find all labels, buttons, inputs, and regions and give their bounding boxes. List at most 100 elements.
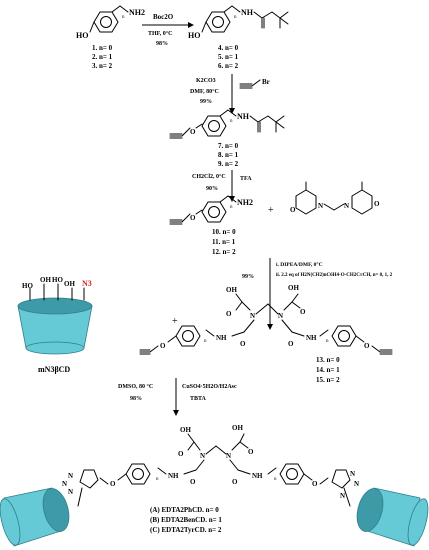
final-carbonyl-o-3: O — [190, 478, 196, 486]
compound-11-label: 11. n= 1 — [212, 238, 236, 246]
final-acid-oh-right: OH — [232, 424, 243, 432]
carbamate-nh-label: NH — [237, 112, 250, 121]
amine-label: NH2 — [237, 198, 253, 207]
svg-text:O: O — [160, 342, 166, 350]
conditions-dmf: DMF, 80°C — [190, 88, 219, 95]
edta-dianhydride: O N N O — [290, 181, 380, 215]
final-cd-right — [356, 487, 429, 547]
plus-sign-2: + — [172, 316, 178, 327]
cd-hydroxyl-1: HO — [22, 282, 33, 290]
arrow-step-5: DMSO, 80 °C 98% CuSO4·5H2O/H2Asc TBTA — [118, 378, 237, 416]
propargyl-amine-labels: 10. n= 0 11. n= 1 12. n= 2 — [212, 228, 236, 256]
hydroxyl-label: HO — [188, 31, 200, 40]
conditions-dmso: DMSO, 80 °C — [118, 383, 153, 390]
final-triazole-n-1: N — [68, 472, 73, 480]
cd-azide-label: N3 — [82, 279, 92, 288]
acid-oh-right: OH — [288, 284, 299, 292]
starting-amine: HO n NH2 — [76, 5, 145, 40]
anhydride-o-label: O — [290, 206, 296, 214]
compound-5-label: 5. n= 1 — [218, 53, 239, 61]
arrow-step-4: 99% i. DIPEA/DMF, 0°C ii. 2.2 eq of H2N(… — [242, 258, 393, 330]
reagent-boc2o: Boc2O — [153, 13, 174, 21]
final-label-b: (B) EDTA2BenCD. n= 1 — [150, 516, 222, 524]
compound-13-label: 13. n= 0 — [316, 356, 340, 364]
arrow-step-1: Boc2O THF, 0°C 98% — [142, 13, 194, 47]
yield-step-2: 99% — [200, 99, 212, 105]
svg-text:O: O — [312, 480, 318, 488]
final-amide-nh-left: NH — [168, 472, 179, 480]
condition-i: i. DIPEA/DMF, 0°C — [276, 261, 323, 268]
chain-n-right: n — [326, 339, 329, 344]
anhydride-o-label-2: O — [374, 200, 380, 208]
svg-text:O: O — [364, 342, 370, 350]
chain-n-label: n — [234, 15, 237, 20]
compound-8-label: 8. n= 1 — [218, 151, 239, 159]
final-product-labels: (A) EDTA2PhCD. n= 0 (B) EDTA2BenCD. n= 1… — [150, 506, 222, 534]
compound-6-label: 6. n= 2 — [218, 62, 239, 70]
mn3-beta-cd: HO OH HO OH N3 mN3βCD — [17, 276, 93, 374]
carbonyl-o-left-2: O — [240, 340, 246, 348]
chain-n-label: n — [122, 15, 125, 20]
condition-ii: ii. 2.2 eq of H2N(CH2)nC6H4-O-CH2C≡CH, n… — [276, 273, 393, 278]
final-carbonyl-o-2: O — [248, 448, 254, 456]
compound-3-label: 3. n= 2 — [92, 62, 113, 70]
cd-hydroxyl-3: HO — [52, 276, 63, 284]
arrow-step-2: K2CO3 DMF, 80°C 99% Br — [190, 74, 270, 114]
propargyl-amine-product: O n NH2 — [169, 195, 253, 225]
bis-alkyne-labels: 13. n= 0 14. n= 1 15. n= 2 — [316, 356, 340, 384]
svg-text:O: O — [190, 128, 196, 136]
final-triazole-n-3: N — [62, 480, 67, 488]
bromide-label: Br — [262, 78, 270, 86]
propargyl-boc-labels: 7. n= 0 8. n= 1 9. n= 2 — [218, 142, 239, 168]
compound-1-label: 1. n= 0 — [92, 44, 113, 52]
final-carbonyl-o-4: O — [232, 478, 238, 486]
final-conjugate: OH OH O N N O O NH O NH n O N N N n — [62, 424, 359, 507]
cd-hydroxyl-4: OH — [64, 280, 75, 288]
boc-product: HO n NH — [188, 5, 289, 40]
final-label-c: (C) EDTA2TyrCD. n= 2 — [150, 526, 222, 534]
reagent-k2co3: K2CO3 — [196, 78, 216, 84]
acid-oh-left: OH — [226, 286, 237, 294]
plus-sign-1: + — [268, 205, 274, 216]
compound-2-label: 2. n= 1 — [92, 53, 113, 61]
propargyl-boc-product: O n NH — [169, 109, 285, 139]
yield-step-3: 90% — [206, 186, 218, 192]
boc-product-labels: 4. n= 0 5. n= 1 6. n= 2 — [218, 44, 239, 70]
hydroxyl-label: HO — [76, 31, 88, 40]
final-amine-n-right: N — [226, 452, 231, 460]
amide-nh-left: NH — [216, 334, 227, 342]
chain-n-label: n — [230, 119, 233, 124]
start-compound-labels: 1. n= 0 2. n= 1 3. n= 2 — [92, 44, 113, 70]
carbonyl-o-left: O — [226, 310, 232, 318]
anhydride-n-label-2: N — [344, 202, 349, 210]
cd-hydroxyl-2: OH — [40, 276, 51, 284]
final-triazole-n-2: N — [68, 488, 73, 496]
final-chain-n-left: n — [156, 477, 159, 482]
amine-label: NH2 — [129, 8, 145, 17]
amine-n-right: N — [278, 312, 283, 320]
carbonyl-o-right-2: O — [288, 340, 294, 348]
yield-step-4: 99% — [242, 274, 254, 280]
final-amide-nh-right: NH — [252, 472, 263, 480]
compound-9-label: 9. n= 2 — [218, 160, 239, 168]
amide-nh-right: NH — [306, 334, 317, 342]
chain-n-label: n — [230, 205, 233, 210]
amine-n-left: N — [250, 312, 255, 320]
carbamate-nh-label: NH — [241, 8, 254, 17]
final-acid-oh-left: OH — [180, 426, 191, 434]
compound-12-label: 12. n= 2 — [212, 248, 236, 256]
compound-4-label: 4. n= 0 — [218, 44, 239, 52]
final-amine-n-left: N — [200, 452, 205, 460]
final-label-a: (A) EDTA2PhCD. n= 0 — [150, 506, 219, 514]
final-triazole-n-6: N — [340, 492, 345, 500]
ligand-tbta: TBTA — [190, 396, 207, 402]
final-triazole-n-4: N — [350, 470, 355, 478]
final-chain-n-right: n — [274, 477, 277, 482]
svg-text:O: O — [110, 480, 116, 488]
compound-7-label: 7. n= 0 — [218, 142, 239, 150]
catalyst-label: CuSO4·5H2O/H2Asc — [182, 384, 237, 390]
anhydride-n-label: N — [318, 202, 323, 210]
compound-14-label: 14. n= 1 — [316, 366, 340, 374]
chain-n-left: n — [204, 339, 207, 344]
